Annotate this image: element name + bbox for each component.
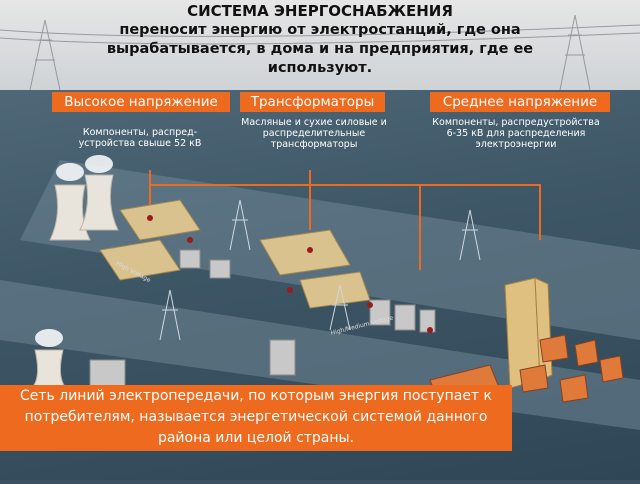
header-medium-voltage: Среднее напряжение bbox=[430, 92, 610, 112]
bottom-caption: Сеть линий электропередачи, по которым э… bbox=[0, 385, 512, 451]
description-transformers: Масляные и сухие силовые и распределител… bbox=[241, 117, 387, 150]
title-line-3: вырабатывается, в дома и на предприятия,… bbox=[106, 41, 534, 57]
description-high-voltage: Компоненты, распред-устройства свыше 52 … bbox=[78, 127, 202, 149]
title-line-4: используют. bbox=[267, 60, 373, 76]
header-high-voltage: Высокое напряжение bbox=[52, 92, 230, 112]
title-line-1: СИСТЕМА ЭНЕРГОСНАБЖЕНИЯ bbox=[187, 2, 453, 20]
title-line-2: переносит энергию от электростанций, где… bbox=[119, 22, 521, 38]
header-transformers: Трансформаторы bbox=[240, 92, 385, 112]
description-medium-voltage: Компоненты, распредустройства 6-35 кВ дл… bbox=[432, 117, 600, 150]
page-title: СИСТЕМА ЭНЕРГОСНАБЖЕНИЯ переносит энерги… bbox=[40, 2, 600, 78]
power-lines-background bbox=[0, 14, 640, 91]
sky-background bbox=[0, 0, 640, 91]
